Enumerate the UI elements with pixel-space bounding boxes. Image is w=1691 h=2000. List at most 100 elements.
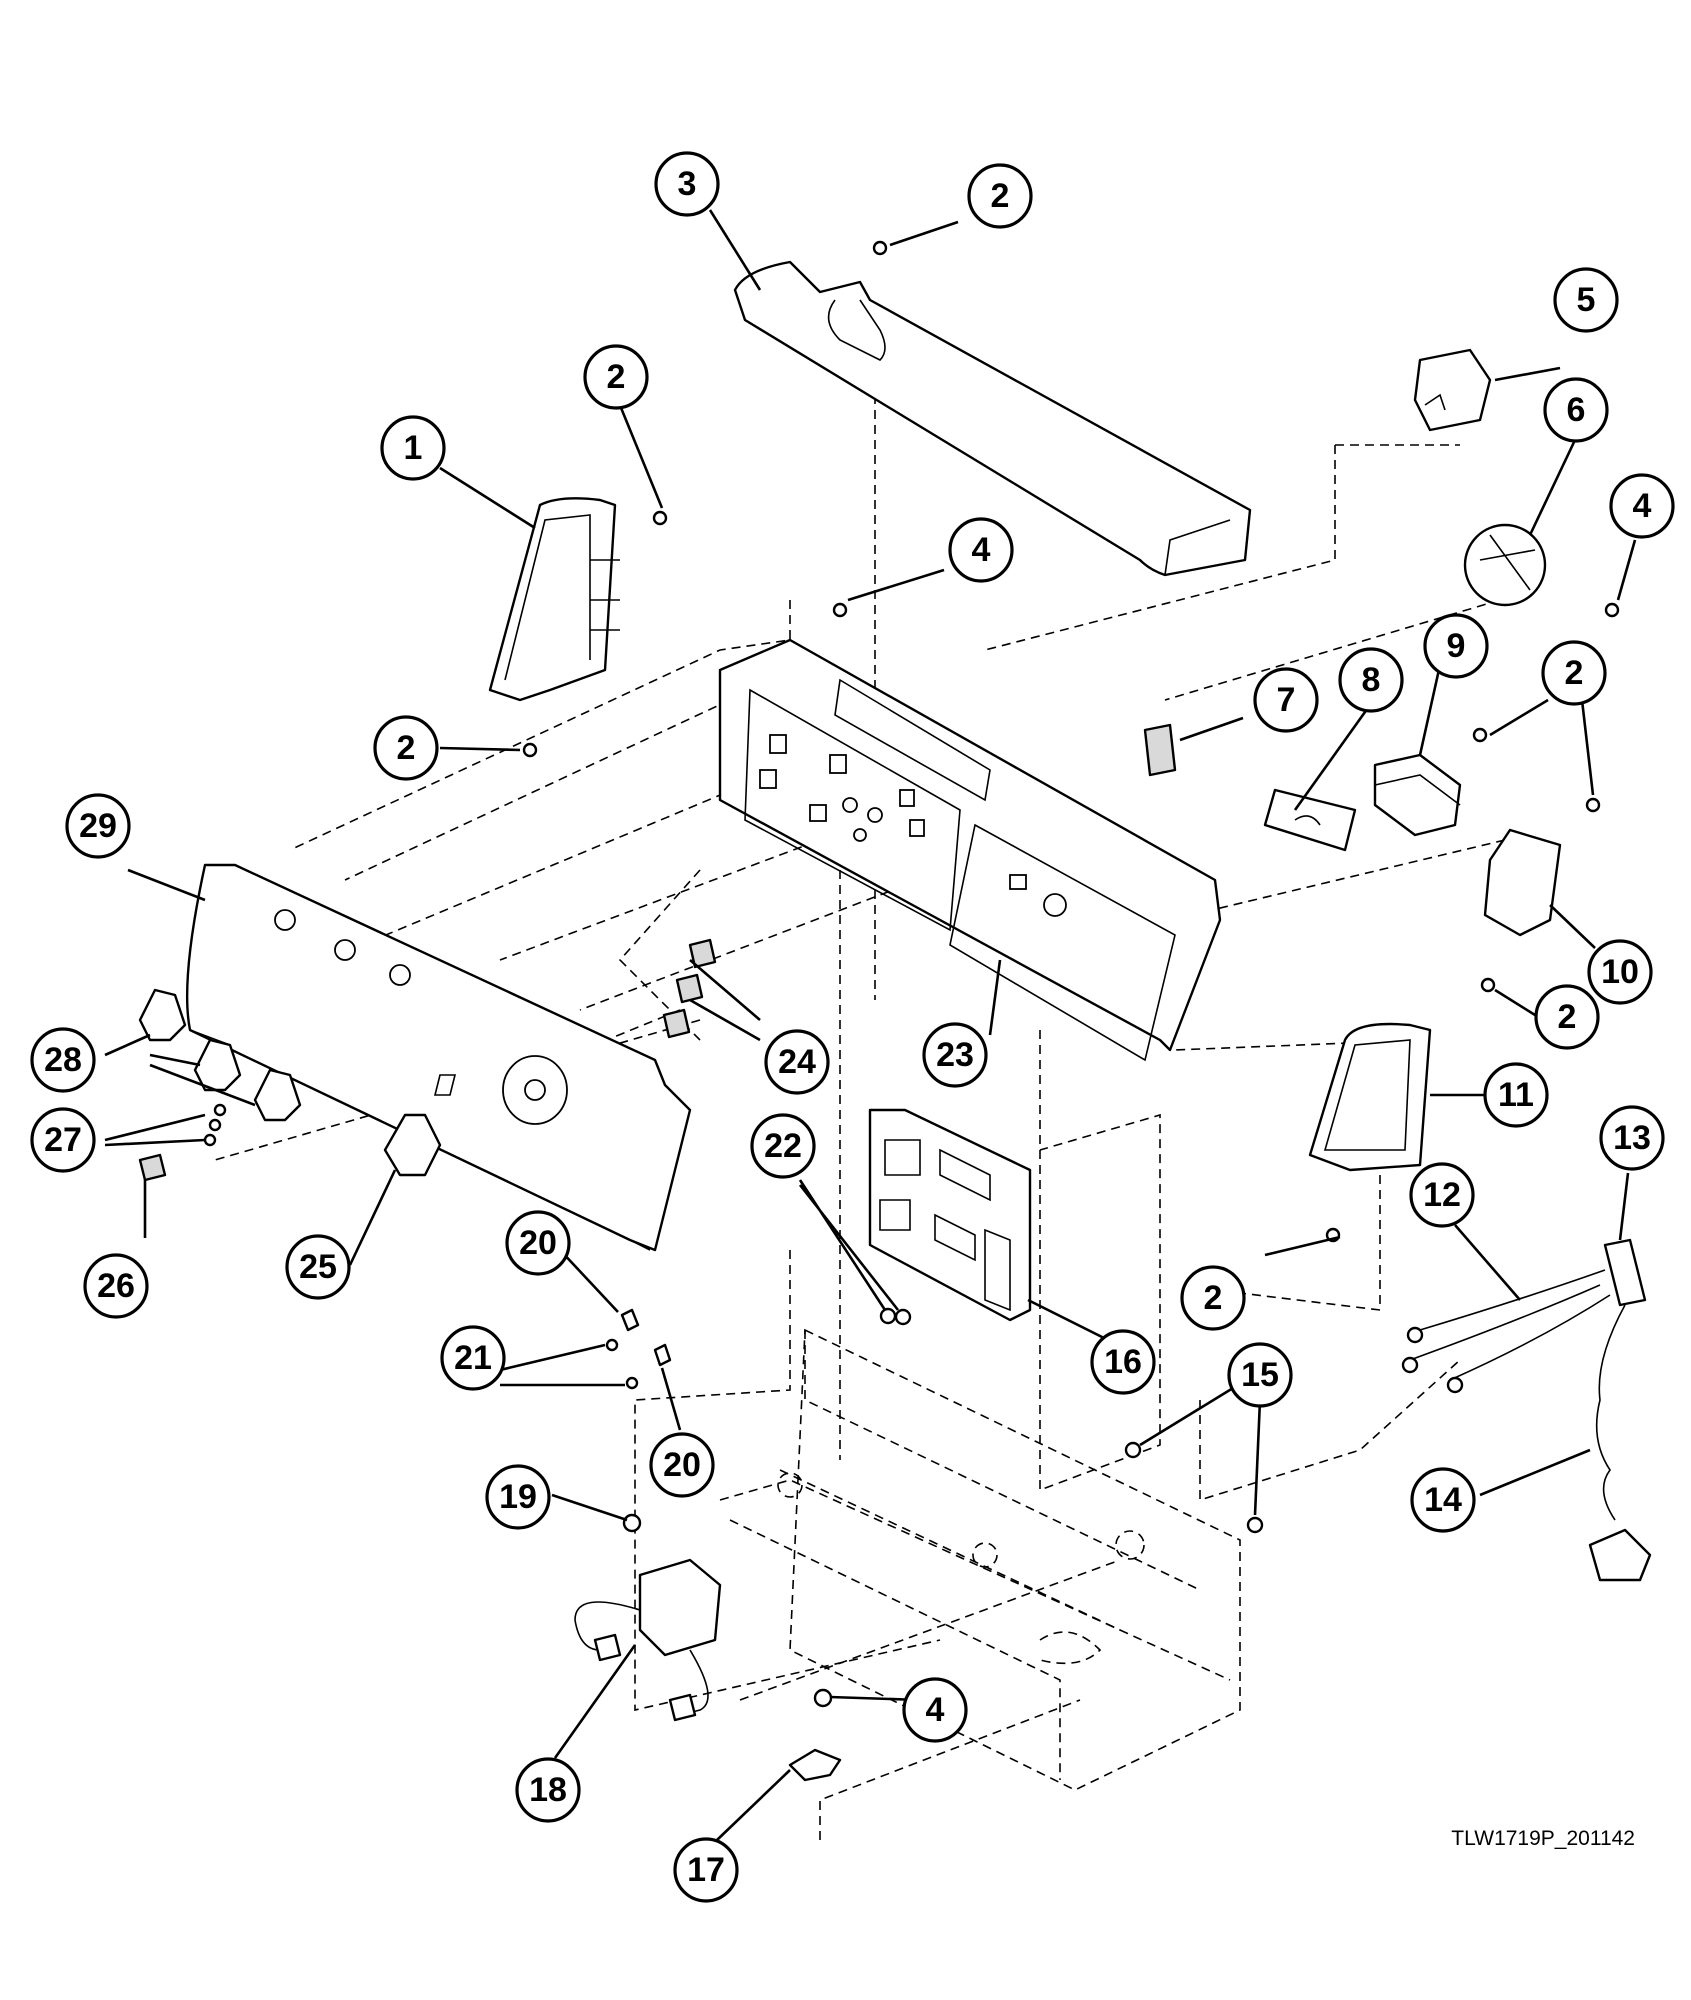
right-bracket bbox=[1483, 828, 1562, 937]
callout-6: 6 bbox=[1543, 377, 1609, 443]
svg-text:25: 25 bbox=[299, 1248, 337, 1286]
front-console-panel bbox=[185, 863, 692, 1252]
svg-text:21: 21 bbox=[454, 1339, 492, 1377]
svg-text:4: 4 bbox=[926, 1691, 945, 1729]
svg-text:29: 29 bbox=[79, 807, 117, 845]
callout-8: 8 bbox=[1338, 647, 1404, 713]
callout-27: 27 bbox=[30, 1107, 96, 1173]
svg-text:2: 2 bbox=[397, 729, 416, 767]
callout-9: 9 bbox=[1423, 613, 1489, 679]
callout-17: 17 bbox=[673, 1837, 739, 1903]
callout-balloons: 1 2 2 3 2 4 5 6 4 7 8 9 2 10 2 11 29 23 … bbox=[30, 151, 1675, 1903]
svg-text:24: 24 bbox=[778, 1043, 816, 1081]
knob-set-screws bbox=[203, 1103, 227, 1147]
callout-2: 2 bbox=[373, 715, 439, 781]
relay-block bbox=[1373, 753, 1462, 837]
svg-text:13: 13 bbox=[1613, 1119, 1651, 1157]
svg-text:20: 20 bbox=[519, 1224, 557, 1262]
svg-text:15: 15 bbox=[1241, 1356, 1279, 1394]
indicator-light bbox=[138, 1153, 167, 1182]
svg-text:6: 6 bbox=[1567, 391, 1586, 429]
clip-screws bbox=[605, 1338, 639, 1390]
callout-12: 12 bbox=[1409, 1162, 1475, 1228]
callout-3: 3 bbox=[654, 151, 720, 217]
callout-29: 29 bbox=[65, 793, 131, 859]
svg-text:26: 26 bbox=[97, 1267, 135, 1305]
board-nuts bbox=[879, 1307, 912, 1326]
svg-text:1: 1 bbox=[404, 429, 423, 467]
svg-text:2: 2 bbox=[991, 177, 1010, 215]
console-left-end-cap bbox=[488, 497, 620, 702]
svg-text:2: 2 bbox=[1558, 998, 1577, 1036]
callout-2: 2 bbox=[967, 163, 1033, 229]
callout-14: 14 bbox=[1410, 1467, 1476, 1533]
svg-text:3: 3 bbox=[678, 165, 697, 203]
callout-11: 11 bbox=[1483, 1062, 1549, 1128]
svg-text:2: 2 bbox=[1204, 1279, 1223, 1317]
callout-4: 4 bbox=[902, 1677, 968, 1743]
callout-16: 16 bbox=[1090, 1329, 1156, 1395]
large-control-knob bbox=[383, 1113, 442, 1177]
power-cord-assembly bbox=[1401, 1238, 1652, 1582]
push-switches bbox=[662, 938, 717, 1039]
callout-4: 4 bbox=[948, 517, 1014, 583]
screws-15 bbox=[1124, 1441, 1264, 1534]
svg-text:27: 27 bbox=[44, 1121, 82, 1159]
callout-7: 7 bbox=[1253, 667, 1319, 733]
callout-5: 5 bbox=[1553, 267, 1619, 333]
callout-24: 24 bbox=[764, 1029, 830, 1095]
selector-switch bbox=[1143, 723, 1177, 777]
svg-text:11: 11 bbox=[1498, 1076, 1534, 1114]
small-bracket bbox=[788, 1748, 842, 1782]
svg-text:2: 2 bbox=[1565, 654, 1584, 692]
callout-18: 18 bbox=[515, 1757, 581, 1823]
clips bbox=[620, 1308, 672, 1367]
callout-2: 2 bbox=[583, 344, 649, 410]
leader-lines bbox=[104, 209, 1637, 1841]
svg-text:28: 28 bbox=[44, 1041, 82, 1079]
control-board bbox=[868, 1108, 1032, 1322]
callout-23: 23 bbox=[922, 1022, 988, 1088]
callout-19: 19 bbox=[485, 1464, 551, 1530]
svg-text:9: 9 bbox=[1447, 627, 1466, 665]
timer-dial-part bbox=[1463, 523, 1547, 607]
transformer-screw bbox=[622, 1513, 642, 1533]
screws bbox=[522, 240, 1620, 1243]
callout-2: 2 bbox=[1534, 984, 1600, 1050]
svg-text:23: 23 bbox=[936, 1036, 974, 1074]
callout-20: 20 bbox=[649, 1432, 715, 1498]
svg-text:19: 19 bbox=[499, 1478, 537, 1516]
callout-28: 28 bbox=[30, 1027, 96, 1093]
mounting-plate bbox=[1263, 788, 1357, 852]
svg-text:2: 2 bbox=[607, 358, 626, 396]
console-right-end-cap bbox=[1308, 1022, 1432, 1172]
base-screw bbox=[813, 1688, 833, 1708]
switch-part bbox=[1413, 348, 1492, 432]
svg-text:4: 4 bbox=[1633, 487, 1652, 525]
callout-2: 2 bbox=[1541, 640, 1607, 706]
svg-text:5: 5 bbox=[1577, 281, 1596, 319]
svg-text:16: 16 bbox=[1104, 1343, 1142, 1381]
drawing-code: TLW1719P_201142 bbox=[1451, 1827, 1635, 1850]
callout-25: 25 bbox=[285, 1234, 351, 1300]
svg-text:10: 10 bbox=[1601, 953, 1639, 991]
svg-text:17: 17 bbox=[687, 1851, 725, 1889]
control-knobs bbox=[138, 988, 302, 1122]
callout-4: 4 bbox=[1609, 473, 1675, 539]
callout-13: 13 bbox=[1599, 1105, 1665, 1171]
callout-20: 20 bbox=[505, 1210, 571, 1276]
svg-text:12: 12 bbox=[1423, 1176, 1461, 1214]
callout-22: 22 bbox=[750, 1113, 816, 1179]
svg-text:14: 14 bbox=[1424, 1481, 1462, 1519]
svg-text:4: 4 bbox=[972, 531, 991, 569]
control-panel bbox=[718, 638, 1222, 1062]
transformer bbox=[574, 1558, 722, 1722]
svg-text:7: 7 bbox=[1277, 681, 1296, 719]
callout-10: 10 bbox=[1587, 939, 1653, 1005]
svg-text:8: 8 bbox=[1362, 661, 1381, 699]
callout-21: 21 bbox=[440, 1325, 506, 1391]
cabinet-base-outline bbox=[719, 1328, 1241, 1791]
svg-text:22: 22 bbox=[764, 1127, 802, 1165]
callout-2: 2 bbox=[1180, 1265, 1246, 1331]
